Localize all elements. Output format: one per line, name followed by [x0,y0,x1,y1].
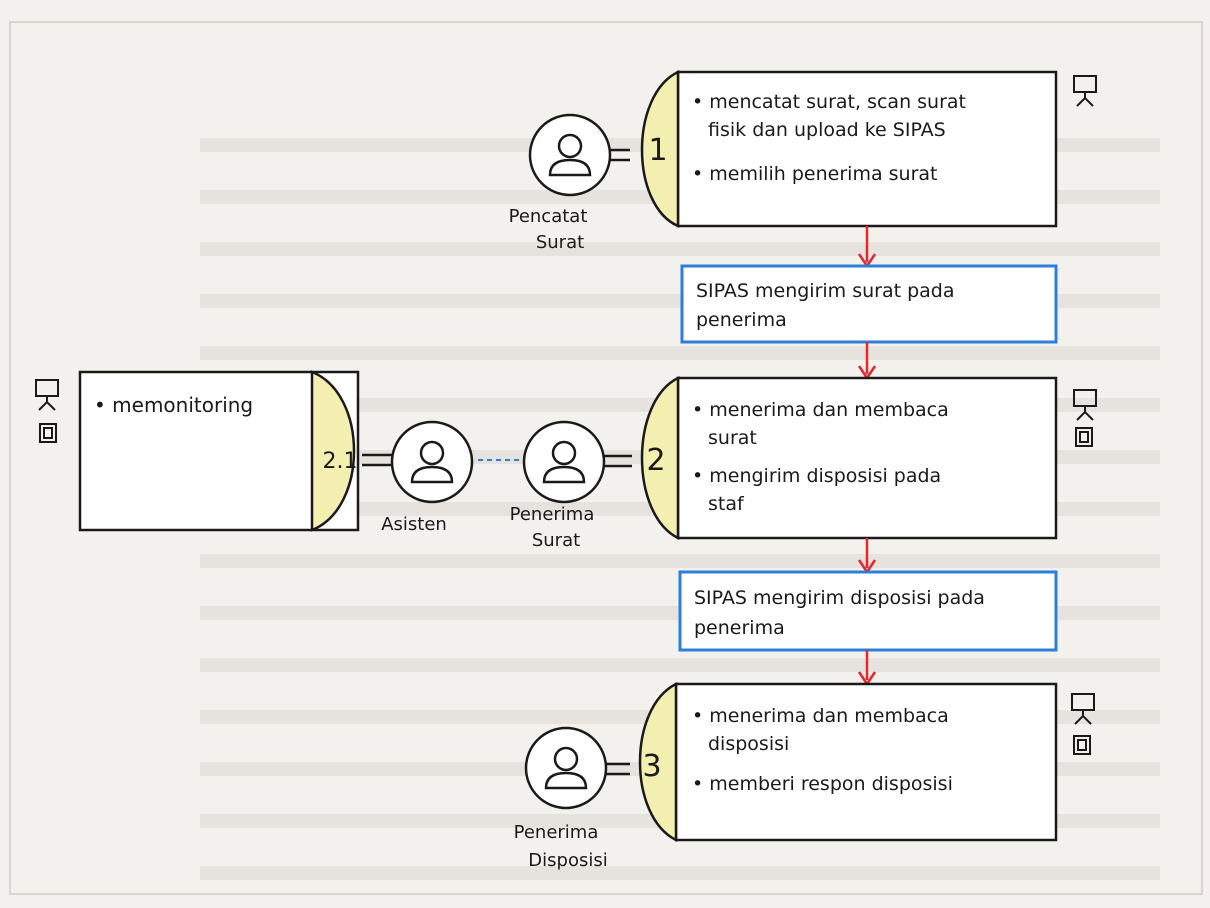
task-line: • mengirim disposisi pada [692,465,941,487]
mobile-icon [1075,427,1093,447]
mobile-icon [39,423,57,443]
monitor-icon [1073,389,1097,421]
actor-label: Disposisi [528,850,607,871]
task-line: • memilih penerima surat [692,163,937,185]
person-icon [390,420,474,504]
step-number-1: 1 [648,133,667,168]
system-box [678,570,1058,652]
task-line: • memberi respon disposisi [692,773,953,795]
actor-label: Surat [532,530,580,551]
monitor-icon [1071,693,1095,725]
system-box-1: SIPAS mengirim surat pada penerima [680,264,1058,344]
monitor-icon [1073,75,1097,107]
person-icon [528,113,612,197]
step-2-1: 2.1 • memonitoring Asisten [35,370,474,535]
system-text: penerima [696,309,787,331]
step-number-3: 3 [642,749,661,784]
actor-label: Pencatat [509,206,588,227]
task-line: • mencatat surat, scan surat [692,91,966,113]
actor-label: Surat [536,232,584,253]
task-line: disposisi [708,733,789,755]
step-marker-2-1 [310,370,356,532]
monitor-icon [35,379,59,411]
task-box-3 [674,682,1058,842]
person-icon [524,726,608,810]
task-line: fisik dan upload ke SIPAS [708,119,946,141]
actor-label: Penerima [514,822,599,843]
system-text: SIPAS mengirim surat pada [696,280,955,302]
system-box-2: SIPAS mengirim disposisi pada penerima [678,570,1058,652]
person-icon [522,420,606,504]
actor-label: Asisten [381,514,447,535]
system-text: penerima [694,617,785,639]
task-line: • memonitoring [94,393,253,417]
system-box [680,264,1058,344]
step-2: 2 • menerima dan membaca surat • mengiri… [510,375,1097,551]
mobile-icon [1073,735,1091,755]
task-line: surat [708,427,757,449]
system-text: SIPAS mengirim disposisi pada [694,587,985,609]
page-border [9,21,1203,895]
task-line: • menerima dan membaca [692,705,949,727]
step-1: 1 • mencatat surat, scan surat fisik dan… [509,70,1097,253]
step-marker-3 [638,681,678,843]
step-number-2: 2 [646,443,665,478]
step-marker-1 [640,70,680,228]
step-marker-2 [640,375,680,541]
task-line: • menerima dan membaca [692,399,949,421]
task-box-2 [676,376,1058,540]
task-line: staf [708,493,745,515]
step-number-2-1: 2.1 [323,449,358,474]
step-3: 3 • menerima dan membaca disposisi • mem… [514,681,1095,871]
actor-label: Penerima [510,504,595,525]
